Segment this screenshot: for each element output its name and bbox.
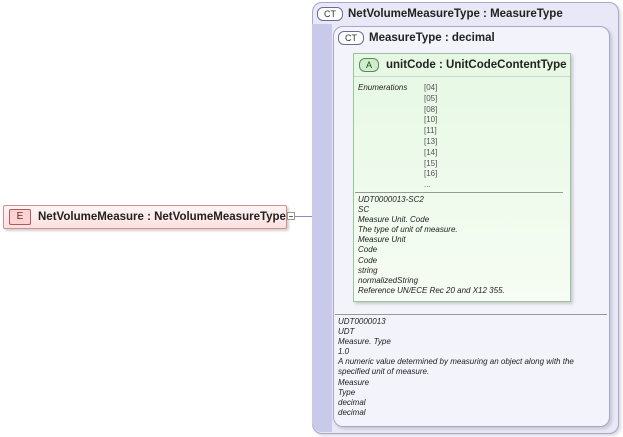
- enumeration-item: [14]: [424, 147, 438, 157]
- connector-line: [295, 216, 312, 217]
- type-annotation: UDT0000013 UDT Measure. Type 1.0 A numer…: [338, 317, 574, 417]
- collapse-toggle-icon[interactable]: [287, 212, 295, 220]
- element-icon: E: [9, 209, 31, 225]
- enumeration-item: [10]: [424, 115, 438, 125]
- enumeration-item: [05]: [424, 93, 438, 103]
- divider: [335, 314, 607, 315]
- element-title: NetVolumeMeasure : NetVolumeMeasureType: [38, 211, 286, 223]
- enumeration-item: [08]: [424, 104, 438, 114]
- complex-type-icon: CT: [338, 31, 364, 45]
- complex-type-title: MeasureType : decimal: [369, 32, 495, 44]
- enumeration-item: [11]: [424, 126, 437, 136]
- enumeration-item: [13]: [424, 136, 438, 146]
- complex-type-icon: CT: [317, 7, 343, 21]
- element-netvolumemeasure[interactable]: E NetVolumeMeasure : NetVolumeMeasureTyp…: [3, 205, 287, 229]
- divider: [355, 192, 563, 193]
- enumerations-label: Enumerations: [358, 83, 408, 92]
- enumeration-item: [15]: [424, 158, 438, 168]
- attribute-unitcode[interactable]: A unitCode : UnitCodeContentType: [353, 53, 571, 302]
- complex-type-title: NetVolumeMeasureType : MeasureType: [348, 8, 563, 20]
- attribute-annotation: UDT0000013-SC2 SC Measure Unit. Code The…: [358, 195, 505, 295]
- enumeration-item: ...: [424, 180, 431, 190]
- complex-type-sidebar: [312, 24, 332, 432]
- attribute-title: unitCode : UnitCodeContentType: [386, 59, 567, 71]
- enumeration-item: [04]: [424, 83, 438, 92]
- enumeration-list: [04] [05] [08] [10] [11] [13] [14] [15] …: [424, 83, 437, 191]
- attribute-icon: A: [359, 58, 379, 72]
- enumeration-item: [16]: [424, 169, 438, 179]
